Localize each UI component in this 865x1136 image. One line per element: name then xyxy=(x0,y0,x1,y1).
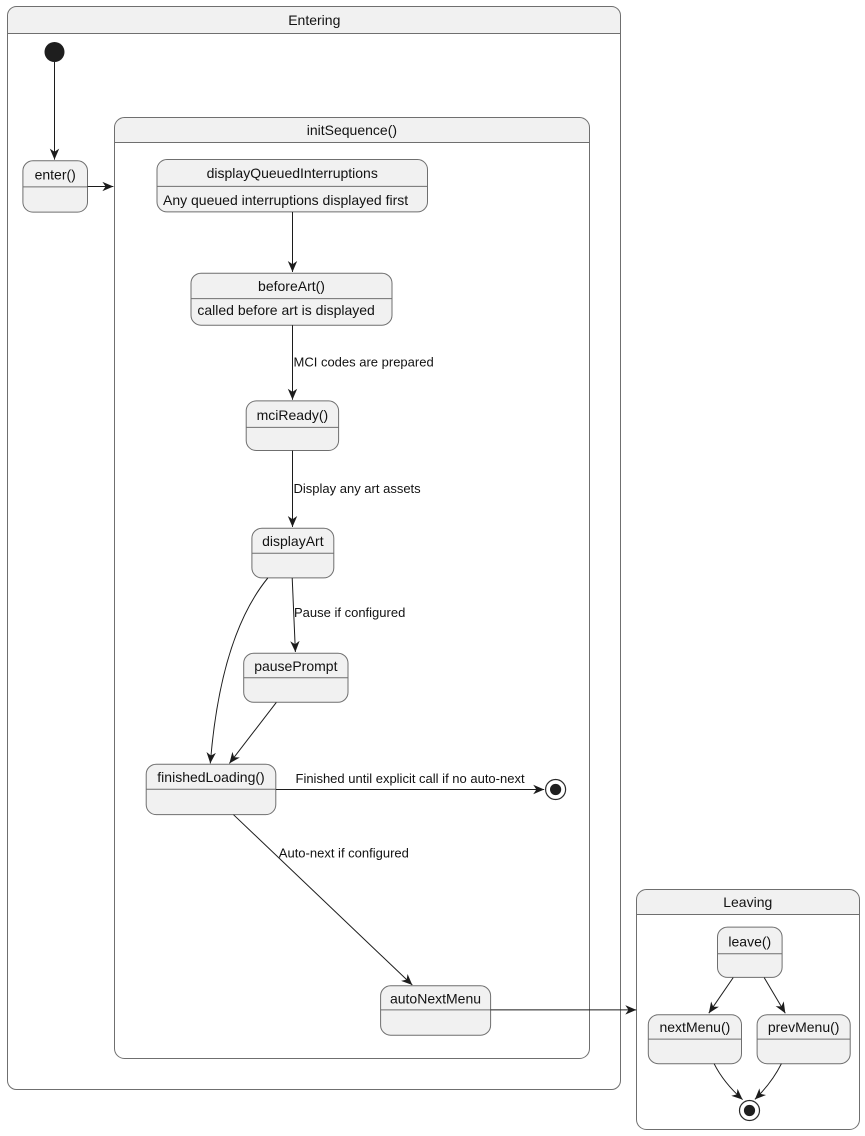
svg-text:Display any art assets: Display any art assets xyxy=(294,481,422,496)
svg-text:called before art is displayed: called before art is displayed xyxy=(197,302,374,318)
svg-text:beforeArt(): beforeArt() xyxy=(258,278,325,294)
svg-text:pausePrompt: pausePrompt xyxy=(254,658,337,674)
svg-text:prevMenu(): prevMenu() xyxy=(768,1019,840,1035)
svg-text:nextMenu(): nextMenu() xyxy=(659,1019,730,1035)
svg-text:leave(): leave() xyxy=(728,933,771,949)
svg-text:autoNextMenu: autoNextMenu xyxy=(390,990,481,1006)
svg-text:enter(): enter() xyxy=(35,167,76,183)
svg-text:Entering: Entering xyxy=(288,12,340,28)
svg-text:Leaving: Leaving xyxy=(723,894,772,910)
svg-text:Pause if configured: Pause if configured xyxy=(294,605,405,620)
svg-text:MCI codes are prepared: MCI codes are prepared xyxy=(294,355,434,370)
svg-text:displayQueuedInterruptions: displayQueuedInterruptions xyxy=(207,165,378,181)
svg-text:Auto-next if configured: Auto-next if configured xyxy=(279,846,409,861)
svg-text:initSequence(): initSequence() xyxy=(307,122,397,138)
svg-text:mciReady(): mciReady() xyxy=(257,407,329,423)
svg-text:Finished until explicit call i: Finished until explicit call if no auto-… xyxy=(296,771,525,786)
svg-text:finishedLoading(): finishedLoading() xyxy=(157,769,264,785)
svg-text:displayArt: displayArt xyxy=(262,533,324,549)
svg-text:Any queued interruptions displ: Any queued interruptions displayed first xyxy=(163,192,408,208)
